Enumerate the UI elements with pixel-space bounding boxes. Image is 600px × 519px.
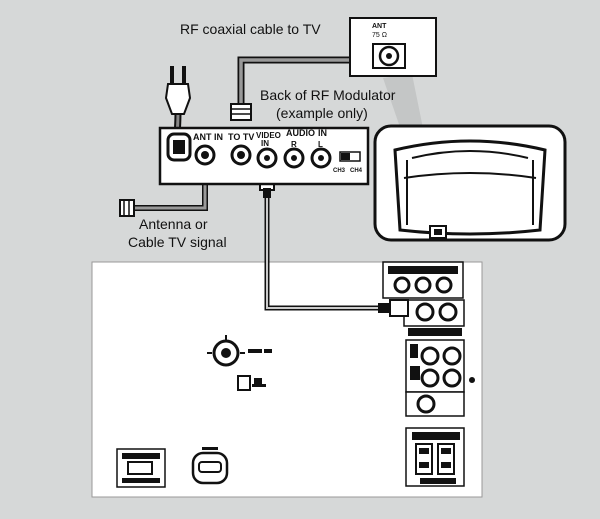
ch4-label: CH4 [350, 168, 363, 174]
tv-ant-label: ANT [372, 23, 387, 30]
audio-in-label: IN [318, 128, 327, 138]
audio-label: AUDIO [286, 128, 315, 138]
television [373, 74, 567, 242]
to-tv-label: TO TV [228, 132, 254, 142]
tv-impedance-label: 75 Ω [372, 32, 387, 39]
rf-cable-caption: RF coaxial cable to TV [180, 21, 321, 37]
ch3-label: CH3 [333, 168, 346, 174]
tv-antenna-jack-callout: ANT 75 Ω [349, 17, 437, 77]
rf-modulator: ANT IN TO TV VIDEO IN AUDIO IN R L CH3 C… [158, 126, 370, 186]
audio-l-label: L [318, 140, 323, 149]
video-label: VIDEO [256, 131, 281, 140]
antenna-caption-line1: Antenna or [139, 216, 208, 232]
antenna-caption-line2: Cable TV signal [128, 234, 227, 250]
video-in-label: IN [261, 139, 269, 148]
unit-back-panel [91, 261, 483, 498]
audio-r-label: R [291, 140, 297, 149]
modulator-caption-line1: Back of RF Modulator [260, 87, 396, 103]
ant-in-label: ANT IN [193, 132, 223, 142]
modulator-caption-line2: (example only) [276, 105, 368, 121]
